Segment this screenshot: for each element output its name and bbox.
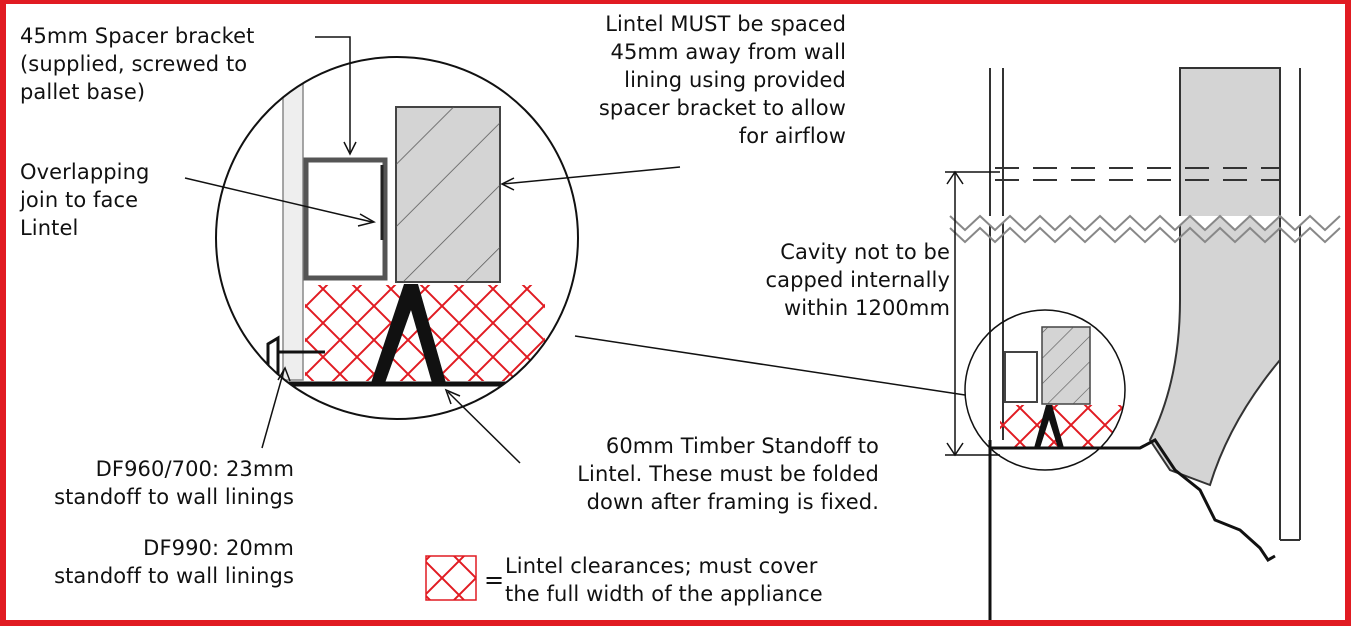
side-elevation	[945, 67, 1341, 626]
legend-hatch-swatch	[425, 555, 477, 601]
break-line	[949, 214, 1341, 232]
lintel-hatching	[396, 107, 500, 282]
timber-standoff-label: 60mm Timber Standoff to Lintel. These mu…	[577, 434, 879, 514]
legend-equals: =	[484, 566, 505, 594]
lintel-spacing-label: Lintel MUST be spaced 45mm away from wal…	[598, 12, 846, 148]
callout-arrows	[184, 36, 681, 464]
legend-text: Lintel clearances; must cover the full w…	[505, 554, 823, 606]
df990-standoff-label: DF990: 20mm standoff to wall linings	[54, 536, 294, 588]
appliance-base	[988, 438, 1276, 626]
detail-circle	[215, 56, 579, 420]
small-detail-circle	[964, 309, 1126, 471]
detail-leader-line	[574, 335, 966, 396]
timber-standoff	[371, 284, 446, 383]
spacer-bracket	[303, 157, 388, 281]
overlapping-join-label: Overlapping join to face Lintel	[20, 160, 150, 240]
flue	[1148, 67, 1281, 487]
df960-standoff-label: DF960/700: 23mm standoff to wall linings	[54, 457, 294, 509]
cavity-label: Cavity not to be capped internally withi…	[765, 240, 950, 320]
detail-circle-outline	[215, 56, 579, 420]
spacer-bracket-label: 45mm Spacer bracket (supplied, screwed t…	[20, 24, 255, 104]
